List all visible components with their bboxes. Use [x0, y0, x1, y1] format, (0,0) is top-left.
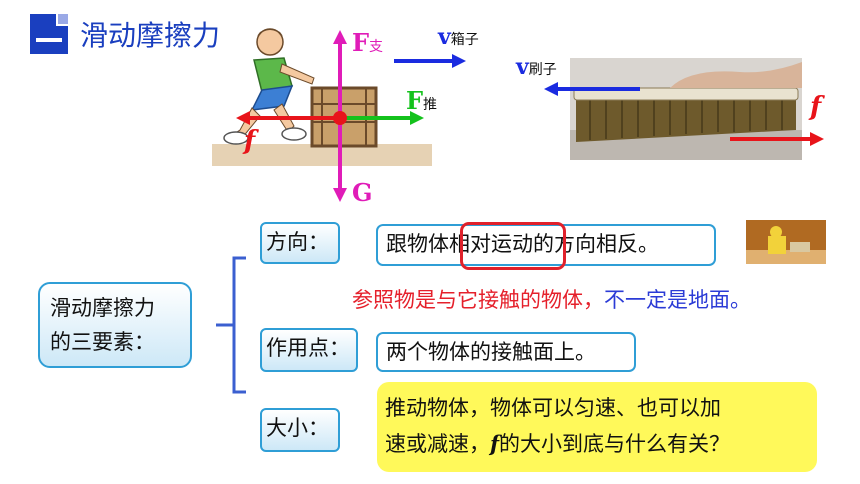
brush-friction-arrow: [730, 132, 824, 146]
page-title: 滑动摩擦力: [80, 19, 221, 52]
ground: [212, 144, 432, 166]
hand: [670, 62, 802, 88]
reference-note-part2: 不一定是地面。: [604, 288, 751, 312]
box-velocity-label: v箱子: [438, 24, 479, 50]
bracket: [216, 256, 246, 394]
worker-thumbnail: [746, 220, 826, 264]
friction-head: [236, 111, 250, 125]
push-force-label: F推: [406, 86, 438, 115]
question-line-2: 速或减速，f的大小到底与什么有关？: [385, 431, 731, 456]
box-velocity-arrow: [394, 54, 466, 68]
friction-label-left: f: [244, 126, 256, 156]
center-of-mass-dot: [333, 111, 347, 125]
magnitude-key: 大小：: [260, 408, 340, 452]
relative-motion-highlight: [460, 222, 566, 270]
brush-velocity-arrow: [544, 82, 640, 96]
application-point-value: 两个物体的接触面上。: [376, 332, 636, 372]
application-point-key: 作用点：: [260, 328, 358, 372]
section-number-badge: [30, 12, 70, 54]
support-force-head: [333, 30, 347, 44]
reference-note: 参照物是与它接触的物体，不一定是地面。: [352, 284, 751, 314]
friction-label-right: f: [810, 92, 822, 122]
pushing-box-illustration: [212, 28, 432, 202]
support-force-label: F支: [352, 28, 384, 57]
badge-corner: [56, 12, 70, 26]
boy-figure: [223, 28, 315, 145]
gravity-label: G: [352, 178, 373, 207]
concept-line-1: 滑动摩擦力: [50, 296, 155, 320]
direction-value: 跟物体相对运动的方向相反。: [376, 224, 716, 266]
question-line-1: 推动物体，物体可以匀速、也可以加: [385, 396, 721, 420]
magnitude-question: 推动物体，物体可以匀速、也可以加 速或减速，f的大小到底与什么有关？: [377, 382, 817, 472]
reference-note-part1: 参照物是与它接触的物体，: [352, 288, 604, 312]
direction-key: 方向：: [260, 222, 340, 264]
gravity-head: [333, 188, 347, 202]
brush-photo: [570, 58, 802, 160]
dash-icon: [36, 38, 62, 42]
brush-velocity-label: v刷子: [516, 54, 557, 80]
concept-line-2: 的三要素：: [50, 330, 155, 354]
bristle-lines: [589, 93, 783, 140]
concept-box: 滑动摩擦力 的三要素：: [38, 282, 192, 368]
push-force-head: [410, 111, 424, 125]
